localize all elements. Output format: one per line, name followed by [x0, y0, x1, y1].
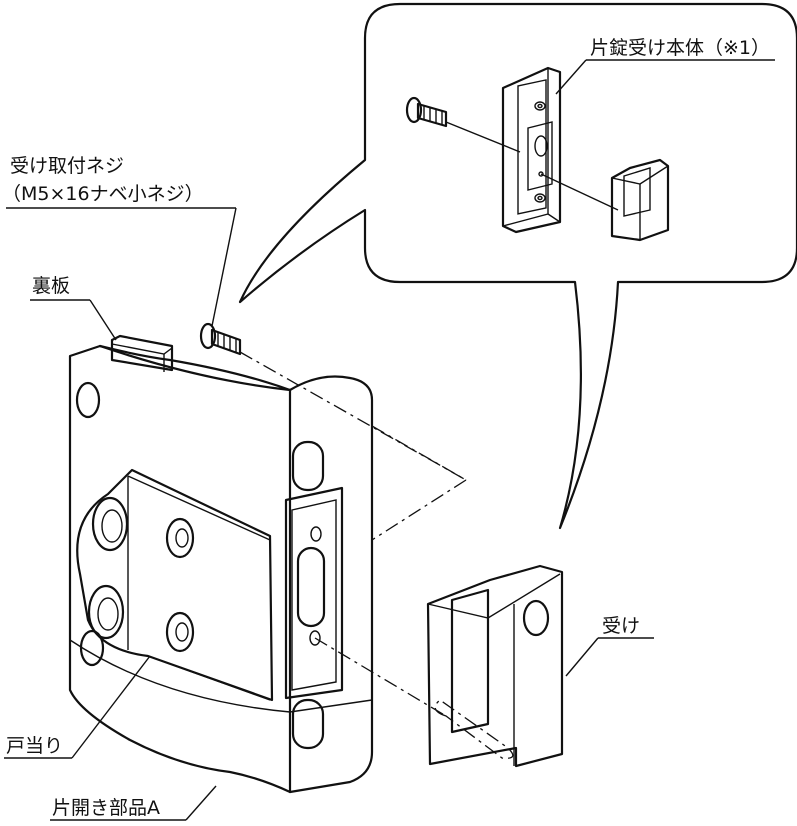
strike-block-icon	[426, 564, 564, 768]
door-stop	[76, 468, 274, 702]
label-screw-line2: （M5×16ナベ小ネジ）	[2, 183, 204, 205]
label-back-plate: 裏板	[32, 275, 70, 297]
label-strike: 受け	[602, 615, 640, 637]
strike-block-icon	[610, 158, 670, 242]
screw-icon	[405, 96, 448, 128]
label-screw-line1: 受け取付ネジ	[10, 155, 124, 177]
leader-lines	[4, 59, 775, 821]
main-lock-body	[68, 344, 374, 794]
latch-body-inset	[501, 66, 562, 234]
screw-icon	[199, 322, 242, 356]
label-part-a: 片開き部品A	[52, 797, 160, 819]
label-main-body: 片錠受け本体（※1）	[590, 37, 770, 59]
callout-bubble	[238, 2, 797, 530]
back-plate	[110, 334, 174, 372]
label-door-stop: 戸当り	[6, 735, 63, 757]
